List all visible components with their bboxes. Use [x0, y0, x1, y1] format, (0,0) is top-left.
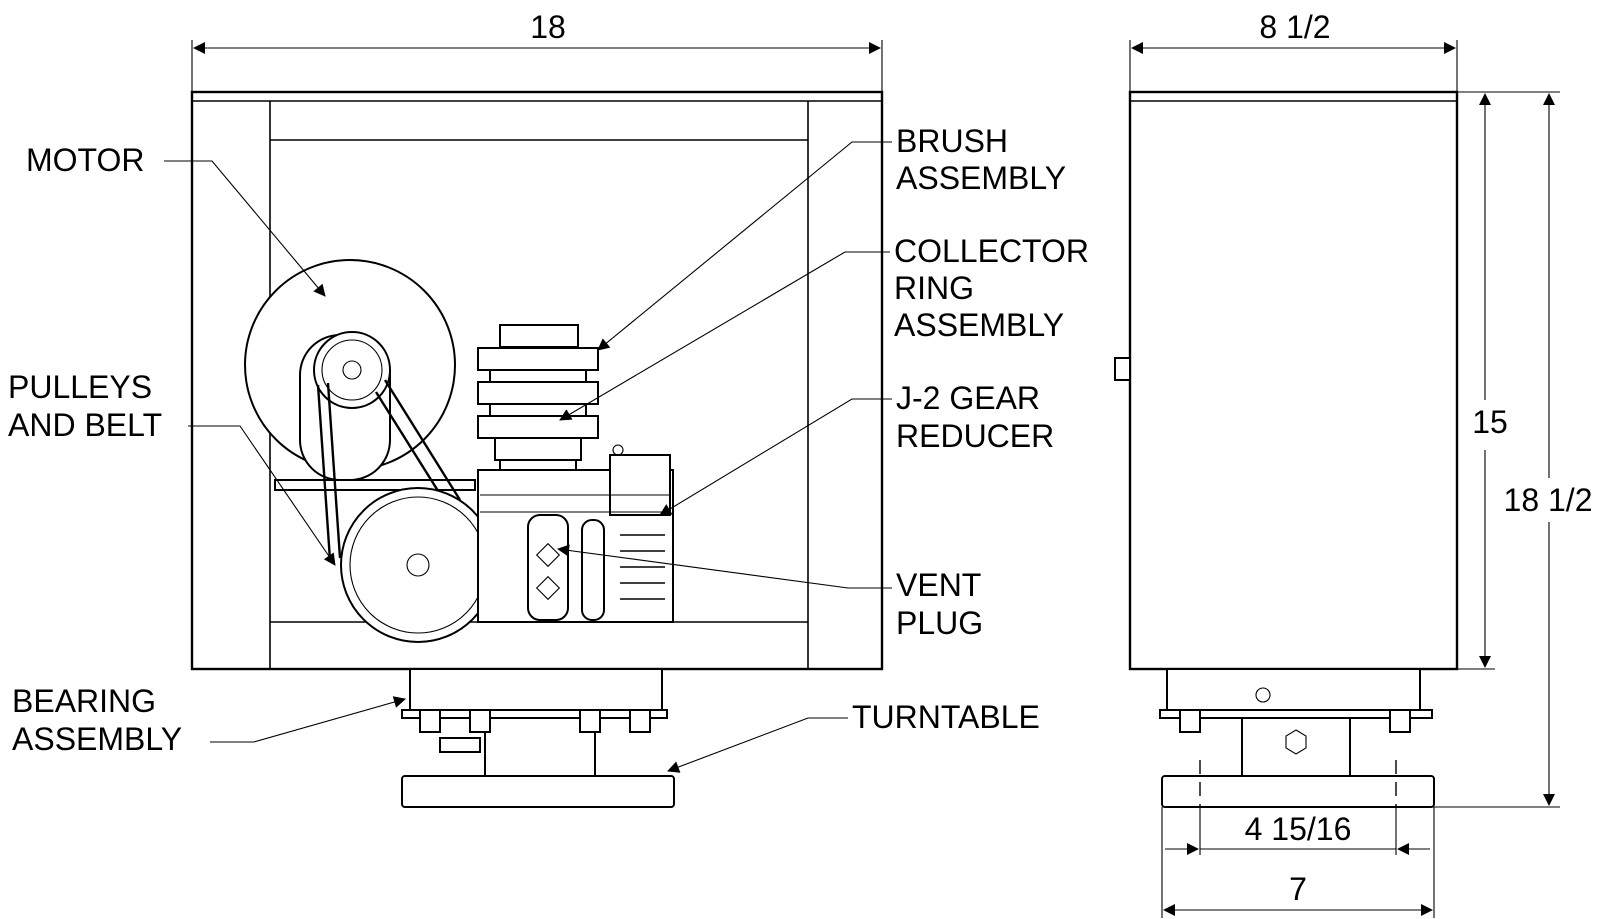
side-turntable: [1161, 775, 1435, 808]
label-turntable: TURNTABLE: [852, 699, 1040, 735]
label-collector-2: RING: [894, 270, 974, 306]
dimension-18: 18: [191, 9, 883, 92]
label-motor: MOTOR: [26, 142, 145, 178]
label-collector-3: ASSEMBLY: [894, 307, 1064, 343]
gear-reducer: [477, 444, 674, 623]
dim-box-height: 15: [1472, 404, 1508, 440]
label-pulleys-1: PULLEYS: [8, 369, 152, 405]
dim-front-width: 18: [530, 9, 566, 45]
callout-motor: MOTOR: [26, 142, 326, 297]
label-bearing-2: ASSEMBLY: [12, 721, 182, 757]
pulleys-and-belt: [313, 331, 496, 643]
callout-brush: BRUSH ASSEMBLY: [597, 123, 1066, 351]
label-pulleys-2: AND BELT: [8, 407, 162, 443]
callout-collector: COLLECTOR RING ASSEMBLY: [559, 233, 1089, 421]
dimension-7: 7: [1161, 807, 1435, 918]
callout-vent: VENT PLUG: [557, 544, 983, 641]
front-turntable: [401, 775, 675, 808]
side-view: [1114, 90, 1459, 808]
collector-ring-stack: [477, 324, 599, 481]
label-brush-1: BRUSH: [896, 123, 1008, 159]
front-view: [190, 90, 884, 808]
side-housing-outline: [1128, 90, 1459, 671]
callout-gear: J-2 GEAR REDUCER: [659, 380, 1054, 516]
dim-total-height: 18 1/2: [1504, 482, 1593, 518]
label-vent-2: PLUG: [896, 605, 983, 641]
dim-base-inner: 4 15/16: [1245, 811, 1352, 847]
label-brush-2: ASSEMBLY: [896, 160, 1066, 196]
label-gear-2: REDUCER: [896, 418, 1054, 454]
label-gear-1: J-2 GEAR: [896, 380, 1040, 416]
dimension-4-15-16: 4 15/16: [1165, 807, 1430, 855]
dim-side-width: 8 1/2: [1259, 9, 1330, 45]
callout-turntable: TURNTABLE: [667, 699, 1040, 773]
label-collector-1: COLLECTOR: [894, 233, 1089, 269]
dimension-18-1-2: 18 1/2: [1434, 93, 1593, 808]
callout-pulleys: PULLEYS AND BELT: [8, 369, 336, 566]
label-vent-1: VENT: [896, 567, 981, 603]
dim-base-outer: 7: [1289, 871, 1307, 907]
label-bearing-1: BEARING: [12, 683, 156, 719]
side-knob: [1114, 357, 1131, 381]
dimension-8-1-2: 8 1/2: [1129, 9, 1458, 92]
callout-bearing: BEARING ASSEMBLY: [12, 683, 406, 757]
front-bearing-assembly: [401, 668, 668, 777]
dimension-15: 15: [1457, 91, 1560, 670]
